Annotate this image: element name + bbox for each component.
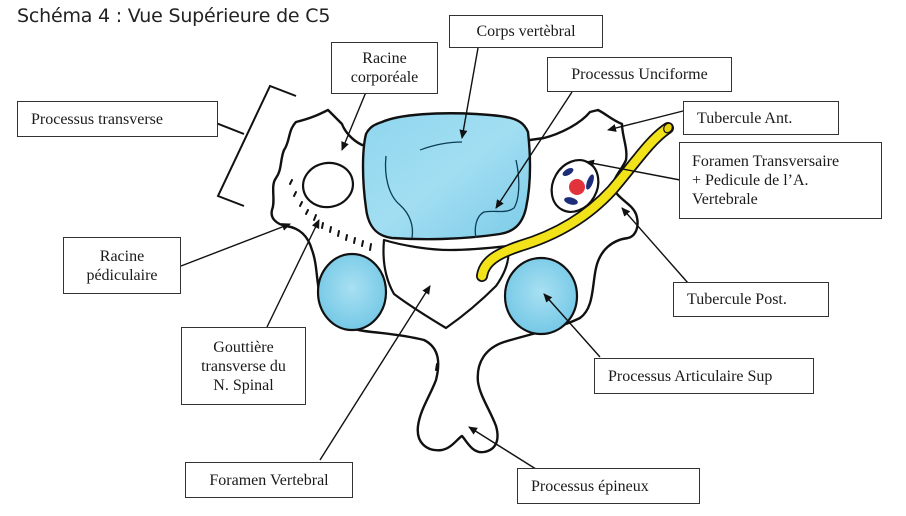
label-text: Corps vertèbral: [476, 23, 576, 40]
label-text: Processus Unciforme: [571, 66, 708, 83]
leader-corps: [459, 47, 479, 139]
label-text: Foramen Transversaire: [692, 153, 840, 170]
diagram-title: Schéma 4 : Vue Supérieure de C5: [17, 5, 331, 27]
label-tubercule-ant: Tubercule Ant.: [683, 101, 839, 135]
leader-unciforme: [495, 91, 573, 209]
label-text: + Pedicule de l’A.: [692, 172, 809, 189]
label-text: pédiculaire: [86, 266, 158, 284]
label-text: Foramen Vertebral: [209, 471, 329, 489]
label-processus-transverse: Processus transverse: [17, 101, 218, 137]
left-articular-process: [316, 252, 388, 332]
vertebral-vein: [586, 174, 594, 190]
label-text: Processus transverse: [31, 110, 163, 128]
vertebral-vein: [564, 197, 578, 205]
leader-racine-corporeale: [341, 91, 367, 151]
label-text: Tubercule Post.: [687, 291, 787, 308]
leader-tubercule-ant: [607, 110, 684, 132]
label-text: Processus épineux: [531, 477, 649, 495]
label-processus-articulaire-sup: Processus Articulaire Sup: [594, 358, 814, 394]
label-tubercule-post: Tubercule Post.: [673, 282, 829, 317]
label-processus-unciforme: Processus Unciforme: [547, 57, 732, 92]
label-text: Processus Articulaire Sup: [608, 367, 773, 385]
label-foramen-transversaire: Foramen Transversaire + Pedicule de l’A.…: [679, 142, 882, 219]
vertebral-body: [361, 112, 532, 241]
transverse-process-bracket: [216, 84, 297, 207]
label-text: N. Spinal: [213, 376, 274, 394]
label-racine-pediculaire: Racine pédiculaire: [63, 237, 181, 294]
label-foramen-vertebral: Foramen Vertebral: [185, 462, 353, 498]
label-text: Tubercule Ant.: [697, 109, 793, 127]
leader-epineux: [468, 426, 548, 477]
leader-foramen-vertebral: [319, 285, 431, 461]
label-text: corporéale: [350, 69, 419, 86]
label-gouttiere: Gouttière transverse du N. Spinal: [181, 327, 306, 405]
leader-tubercule-post: [621, 207, 689, 284]
label-processus-epineux: Processus épineux: [517, 468, 700, 504]
leader-racine-pediculaire: [180, 223, 291, 267]
leader-articulaire-sup: [543, 293, 601, 358]
label-text: Racine: [362, 50, 407, 67]
vertebral-vein: [562, 168, 574, 176]
label-text: Vertebrale: [692, 191, 758, 208]
label-text: transverse du: [201, 357, 286, 375]
label-text: Racine: [99, 247, 145, 265]
label-text: Gouttière: [213, 338, 274, 356]
spinal-nerve-groove: [289, 179, 438, 371]
label-corps-vertebral: Corps vertèbral: [449, 15, 603, 48]
label-racine-corporeale: Racine corporéale: [331, 42, 438, 94]
right-articular-process: [503, 256, 579, 336]
vertebral-foramen-outline: [382, 238, 510, 330]
leader-foramen-transversaire: [585, 159, 681, 181]
leader-gouttiere: [266, 219, 320, 328]
vertebral-artery: [569, 179, 585, 195]
left-transverse-foramen: [301, 161, 355, 209]
